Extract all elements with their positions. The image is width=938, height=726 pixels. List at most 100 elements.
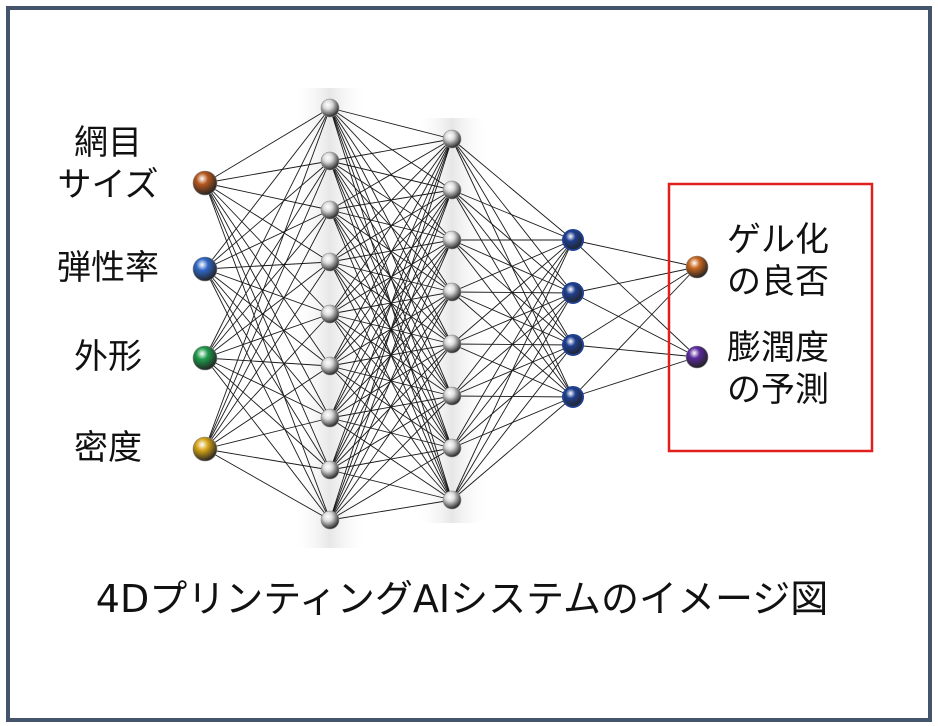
hidden-node bbox=[320, 460, 340, 480]
connection-line bbox=[204, 357, 331, 367]
node-label: 外形 bbox=[74, 337, 142, 377]
hidden-node bbox=[320, 252, 340, 272]
hidden-node bbox=[442, 334, 462, 354]
connection-line bbox=[572, 266, 698, 398]
connection-line bbox=[329, 291, 453, 521]
connection-line bbox=[572, 239, 698, 358]
connection-line bbox=[451, 292, 574, 501]
connection-line bbox=[329, 138, 453, 367]
connection-line bbox=[204, 209, 331, 359]
hidden-node bbox=[442, 180, 462, 200]
connection-line bbox=[451, 239, 574, 449]
output-node bbox=[685, 255, 709, 279]
output-box bbox=[667, 182, 874, 453]
hidden-node bbox=[562, 386, 584, 408]
output-node bbox=[685, 345, 709, 369]
hidden-node bbox=[320, 151, 340, 171]
connection-line bbox=[329, 499, 453, 521]
connection-line bbox=[451, 239, 574, 397]
connection-line bbox=[204, 268, 331, 419]
connection-line bbox=[204, 182, 331, 315]
connection-line bbox=[329, 138, 453, 162]
connection-line bbox=[329, 395, 453, 521]
hidden-node bbox=[562, 282, 584, 304]
connection-line bbox=[329, 447, 453, 521]
connection-line bbox=[204, 357, 331, 471]
diagram-caption: 4DプリンティングAIシステムのイメージ図 bbox=[96, 577, 828, 621]
input-node bbox=[192, 345, 218, 371]
connection-line bbox=[204, 182, 331, 211]
connection-line bbox=[329, 343, 453, 471]
connection-line bbox=[204, 417, 331, 450]
connection-line bbox=[329, 138, 453, 315]
connection-line bbox=[572, 266, 698, 294]
network-connections bbox=[204, 107, 698, 521]
connection-line bbox=[572, 239, 698, 268]
connection-line bbox=[204, 107, 331, 450]
node-label: の良否 bbox=[727, 262, 829, 302]
connection-line bbox=[204, 182, 331, 263]
connection-line bbox=[204, 261, 331, 450]
connection-line bbox=[204, 182, 331, 471]
connection-line bbox=[204, 313, 331, 450]
connection-line bbox=[329, 138, 453, 211]
connection-line bbox=[204, 107, 331, 359]
hidden-node bbox=[562, 229, 584, 251]
connection-line bbox=[204, 160, 331, 450]
hidden-node bbox=[442, 230, 462, 250]
hidden-node bbox=[442, 129, 462, 149]
layer-shade bbox=[414, 118, 490, 523]
hidden-node bbox=[320, 510, 340, 530]
hidden-node bbox=[320, 304, 340, 324]
connection-line bbox=[204, 268, 331, 367]
connection-line bbox=[451, 189, 574, 241]
connection-line bbox=[204, 209, 331, 450]
connection-line bbox=[204, 268, 331, 471]
connection-line bbox=[329, 469, 453, 501]
hidden-node bbox=[320, 408, 340, 428]
connection-line bbox=[204, 261, 331, 270]
connection-line bbox=[572, 266, 698, 346]
connection-line bbox=[204, 268, 331, 521]
connection-line bbox=[572, 292, 698, 358]
connection-line bbox=[204, 160, 331, 359]
connection-line bbox=[329, 239, 453, 367]
input-node bbox=[192, 170, 218, 196]
connection-line bbox=[204, 448, 331, 521]
connection-line bbox=[329, 138, 453, 263]
node-label: 網目 bbox=[74, 123, 142, 163]
connection-line bbox=[204, 182, 331, 367]
connection-line bbox=[451, 239, 574, 501]
network-nodes bbox=[192, 98, 709, 530]
input-node bbox=[192, 256, 218, 282]
node-label: 膨潤度 bbox=[727, 328, 829, 368]
input-node bbox=[192, 436, 218, 462]
connection-line bbox=[329, 239, 453, 263]
hidden-node bbox=[442, 490, 462, 510]
hidden-node bbox=[320, 356, 340, 376]
connection-line bbox=[204, 107, 331, 270]
connection-line bbox=[329, 447, 453, 471]
node-label: ゲル化 bbox=[727, 220, 829, 260]
connection-line bbox=[329, 239, 453, 315]
connection-line bbox=[204, 160, 331, 270]
connection-line bbox=[204, 313, 331, 359]
connection-line bbox=[329, 138, 453, 521]
connection-line bbox=[204, 209, 331, 270]
connection-line bbox=[204, 182, 331, 521]
connection-line bbox=[204, 357, 331, 419]
connection-line bbox=[329, 239, 453, 521]
connection-line bbox=[451, 344, 574, 501]
hidden-node bbox=[320, 98, 340, 118]
connection-line bbox=[572, 344, 698, 358]
connection-line bbox=[451, 138, 574, 241]
connection-line bbox=[451, 396, 574, 501]
hidden-node bbox=[320, 200, 340, 220]
connection-line bbox=[451, 189, 574, 294]
hidden-node bbox=[562, 334, 584, 356]
connection-line bbox=[329, 138, 453, 419]
connection-line bbox=[204, 182, 331, 419]
hidden-node bbox=[442, 438, 462, 458]
